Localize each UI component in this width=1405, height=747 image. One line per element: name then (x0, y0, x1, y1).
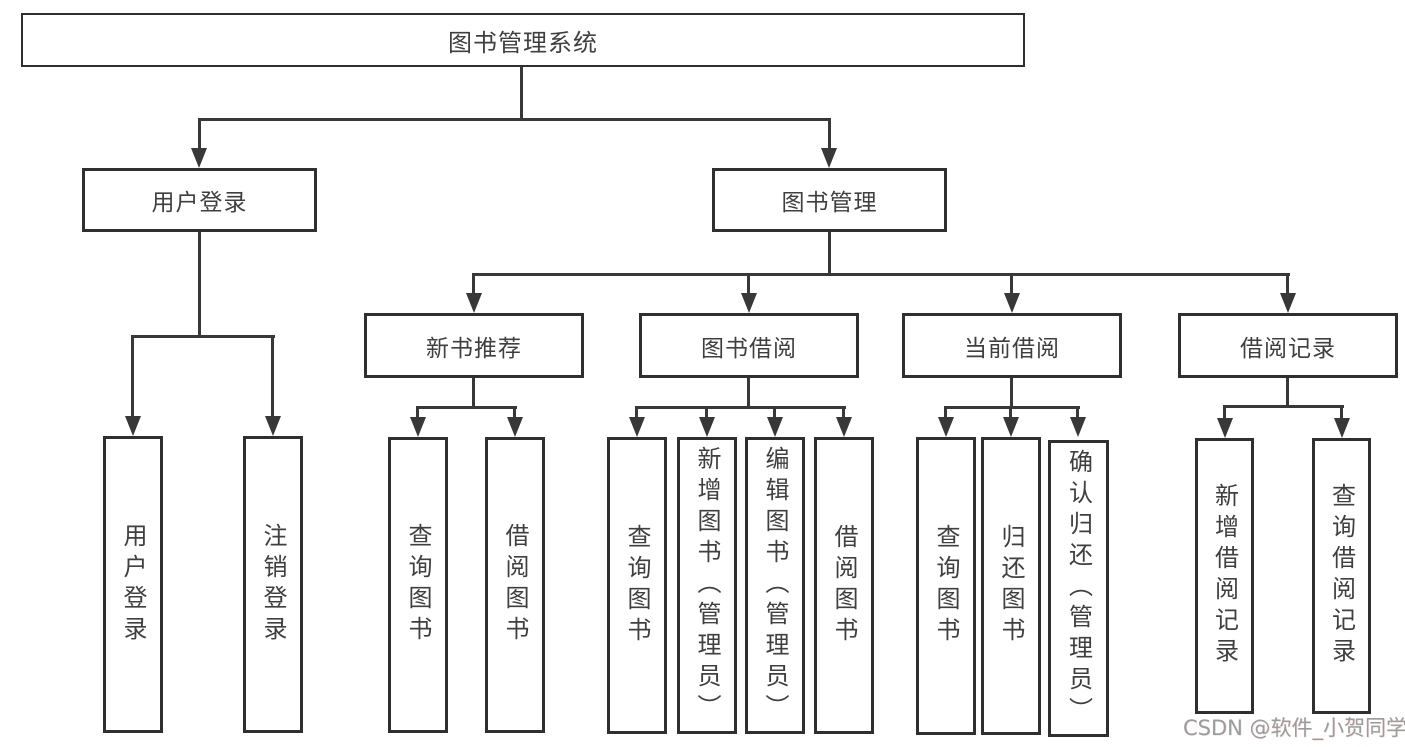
node-book-management-label: 图书管理 (781, 190, 878, 216)
connector-stem-leaf (1223, 405, 1226, 418)
connector-stem-leaf (1076, 406, 1079, 418)
connector-stem-leaf (271, 335, 274, 416)
leaf-user-login-label: 用户登录 (119, 522, 147, 647)
leaf-label: 查询图书 (932, 524, 960, 648)
arrowhead (767, 417, 783, 437)
connector-root-vertical (520, 67, 523, 118)
leaf-add-borrow-record: 新增借阅记录 (1195, 438, 1254, 714)
leaf-logout: 注销登录 (243, 436, 303, 733)
connector-stem-leaf (1009, 406, 1012, 418)
connector-group3-vertical (1010, 378, 1013, 406)
connector-stem-leaf (842, 406, 845, 418)
connector-stem-group (747, 273, 750, 293)
connector-stem-leaf (635, 406, 638, 418)
connector-group4-horizontal (1223, 405, 1344, 408)
leaf-add-books-admin: 新增图书（管理员） (677, 437, 737, 734)
connector-stem-group (1010, 273, 1013, 293)
arrowhead (1070, 417, 1086, 437)
leaf-logout-label: 注销登录 (259, 522, 287, 647)
leaf-label: 查询图书 (404, 523, 432, 647)
arrowhead (1003, 417, 1019, 437)
arrowhead (507, 417, 523, 437)
connector-group1-horizontal (416, 406, 517, 409)
leaf-query-books-recommend: 查询图书 (388, 437, 448, 733)
leaf-confirm-return-admin: 确认归还（管理员） (1048, 440, 1109, 737)
leaf-user-login: 用户登录 (103, 436, 163, 733)
node-root: 图书管理系统 (21, 13, 1025, 67)
leaf-label: 查询图书 (623, 523, 651, 648)
node-root-label: 图书管理系统 (448, 28, 598, 57)
connector-group3-horizontal (944, 406, 1080, 409)
connector-stem-leaf (1340, 405, 1343, 418)
connector-stem-leaf (705, 406, 708, 418)
leaf-query-books-current: 查询图书 (916, 437, 976, 735)
arrowhead (629, 417, 645, 437)
node-borrow-records: 借阅记录 (1178, 313, 1398, 378)
leaf-label: 新增图书（管理员） (693, 446, 721, 725)
node-borrow-records-label: 借阅记录 (1240, 335, 1336, 362)
arrowhead (821, 148, 837, 168)
connector-stem-management (828, 118, 831, 150)
leaf-borrow-books-recommend: 借阅图书 (485, 437, 545, 733)
connector-stem-leaf (773, 406, 776, 418)
node-current-borrow-label: 当前借阅 (964, 335, 1060, 362)
arrowhead (1004, 293, 1020, 313)
connector-stem-leaf (944, 406, 947, 418)
csdn-watermark: CSDN @软件_小贺同学 (1183, 716, 1405, 740)
connector-stem-leaf (416, 406, 419, 418)
arrowhead (1334, 418, 1350, 438)
connector-group2-horizontal (635, 406, 846, 409)
node-book-borrow-label: 图书借阅 (701, 335, 797, 362)
connector-group4-vertical (1286, 378, 1289, 405)
connector-root-horizontal (198, 118, 831, 121)
arrowhead (125, 416, 141, 436)
node-user-login: 用户登录 (82, 168, 317, 232)
leaf-label: 确认归还（管理员） (1064, 449, 1093, 728)
connector-group2-vertical (747, 378, 750, 406)
node-new-book-recommend: 新书推荐 (364, 313, 584, 378)
arrowhead (836, 417, 852, 437)
leaf-label: 借阅图书 (830, 523, 858, 648)
leaf-query-borrow-record: 查询借阅记录 (1312, 438, 1371, 714)
arrowhead (699, 417, 715, 437)
arrowhead (410, 417, 426, 437)
node-user-login-label: 用户登录 (151, 190, 248, 216)
leaf-edit-books-admin: 编辑图书（管理员） (745, 437, 805, 734)
arrowhead (466, 293, 482, 313)
leaf-label: 查询借阅记录 (1327, 483, 1356, 669)
arrowhead (265, 416, 281, 436)
connector-stem-leaf (513, 406, 516, 418)
leaf-label: 归还图书 (997, 524, 1025, 648)
arrowhead (1280, 293, 1296, 313)
arrowhead (741, 293, 757, 313)
leaf-label: 编辑图书（管理员） (761, 446, 789, 725)
connector-login-horizontal (131, 335, 275, 338)
arrowhead (938, 417, 954, 437)
connector-stem-leaf (131, 335, 134, 416)
leaf-label: 借阅图书 (501, 523, 529, 647)
connector-group1-vertical (472, 378, 475, 406)
leaf-label: 新增借阅记录 (1210, 483, 1239, 669)
node-new-book-recommend-label: 新书推荐 (426, 335, 522, 362)
arrowhead (1217, 418, 1233, 438)
connector-stem-group (472, 273, 475, 293)
arrowhead (191, 148, 207, 168)
leaf-query-books-borrow: 查询图书 (607, 437, 667, 734)
connector-login-vertical (198, 232, 201, 335)
leaf-return-books: 归还图书 (981, 437, 1041, 735)
connector-management-horizontal (472, 273, 1290, 276)
node-current-borrow: 当前借阅 (902, 313, 1122, 378)
connector-stem-group (1286, 273, 1289, 293)
connector-stem-login (198, 118, 201, 150)
node-book-borrow: 图书借阅 (639, 313, 859, 378)
connector-management-vertical (828, 232, 831, 273)
node-book-management: 图书管理 (712, 168, 947, 232)
leaf-borrow-books: 借阅图书 (814, 437, 874, 734)
